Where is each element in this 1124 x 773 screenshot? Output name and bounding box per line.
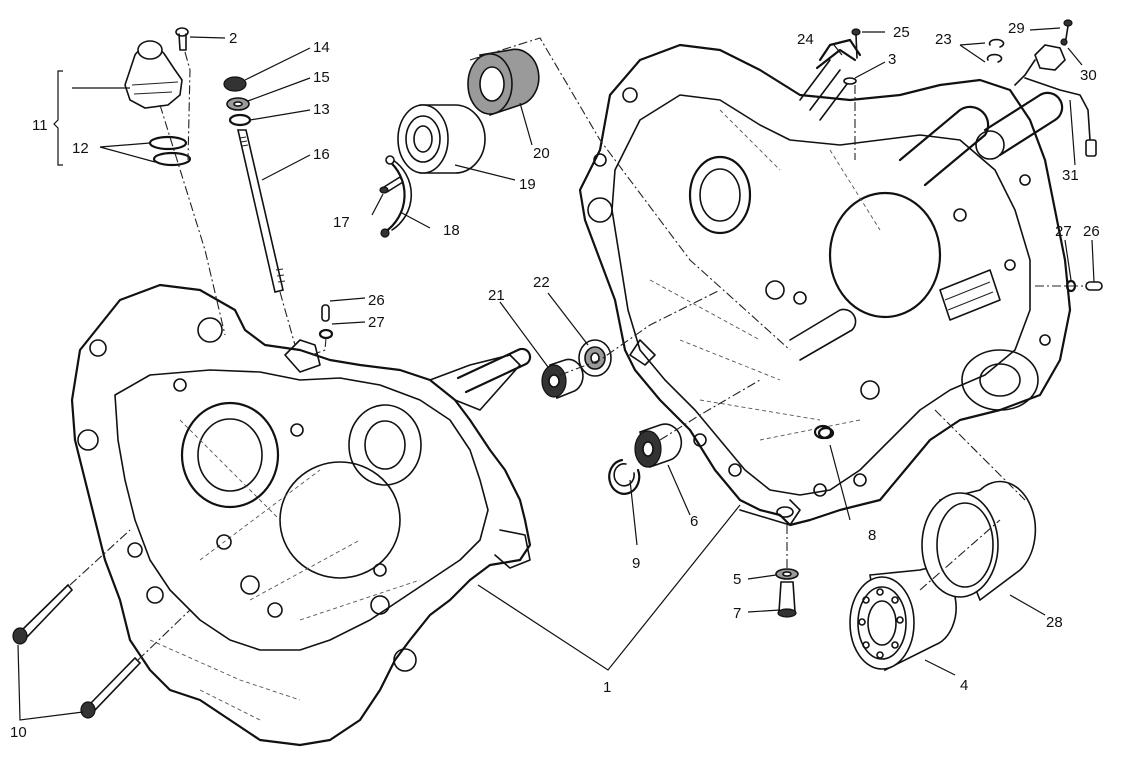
part-3-washer[interactable] (843, 77, 857, 85)
callout-20: 20 (533, 145, 550, 162)
callout-21: 21 (488, 287, 505, 304)
callout-27-right: 27 (1055, 223, 1072, 240)
callout-24: 24 (797, 31, 814, 48)
part-31-wire-lead[interactable] (1014, 59, 1097, 157)
callout-16: 16 (313, 146, 330, 163)
part-26-dowel-right[interactable] (1085, 281, 1103, 291)
part-20-oil-seal[interactable] (467, 48, 540, 117)
callout-5: 5 (733, 571, 741, 588)
part-24-breather-pipe[interactable] (815, 38, 862, 70)
callout-13: 13 (313, 101, 330, 118)
part-9-circlip[interactable] (608, 458, 641, 495)
part-4-main-bearing[interactable] (849, 567, 957, 672)
callout-7: 7 (733, 605, 741, 622)
part-2-screw[interactable] (175, 27, 189, 51)
part-25-screw[interactable] (851, 28, 861, 59)
callout-10: 10 (10, 724, 27, 741)
callout-11: 11 (32, 117, 48, 134)
callout-1: 1 (603, 679, 611, 696)
callout-3: 3 (888, 51, 896, 68)
callout-27-left: 27 (368, 314, 385, 331)
callout-labels: 2 11 12 14 15 13 16 17 18 19 20 21 22 26… (10, 20, 1100, 741)
callout-2: 2 (229, 30, 237, 47)
callout-31: 31 (1062, 167, 1079, 184)
part-28-seal-ring[interactable] (921, 480, 1037, 602)
part-8-o-ring[interactable] (817, 426, 835, 440)
part-21-needle-bearing[interactable] (541, 358, 584, 400)
part-10-bolt-upper[interactable] (12, 583, 74, 645)
part-7-drain-plug[interactable] (777, 581, 797, 618)
part-6-needle-bearing[interactable] (634, 423, 683, 469)
callout-19: 19 (519, 176, 536, 193)
left-crankcase-half[interactable] (70, 283, 532, 747)
part-12-o-rings[interactable] (148, 135, 192, 167)
part-5-sealing-washer[interactable] (775, 568, 799, 580)
callout-28: 28 (1046, 614, 1063, 631)
part-19-bearing[interactable] (397, 104, 486, 174)
callout-15: 15 (313, 69, 330, 86)
callout-9: 9 (632, 555, 640, 572)
callout-26-right: 26 (1083, 223, 1100, 240)
part-13-o-ring[interactable] (228, 113, 252, 127)
right-crankcase-half[interactable] (578, 43, 1072, 527)
part-22-thrust-washer[interactable] (578, 339, 612, 377)
part-17-screw[interactable] (379, 176, 404, 194)
part-15-washer[interactable] (226, 97, 250, 111)
callout-17: 17 (333, 214, 350, 231)
part-10-bolt-lower[interactable] (80, 656, 142, 719)
part-30-sensor[interactable] (1034, 38, 1068, 71)
part-26-dowel-left[interactable] (321, 304, 330, 322)
callout-8: 8 (868, 527, 876, 544)
callout-22: 22 (533, 274, 550, 291)
part-23-washers[interactable] (986, 38, 1005, 63)
callout-29: 29 (1008, 20, 1025, 37)
leader-lines (17, 27, 1095, 721)
callout-23: 23 (935, 31, 952, 48)
callout-4: 4 (960, 677, 968, 694)
callout-12: 12 (72, 140, 89, 157)
part-11-sensor-housing[interactable] (124, 40, 183, 109)
callout-6: 6 (690, 513, 698, 530)
part-18-retainer-plate[interactable] (380, 155, 413, 238)
part-16-rod[interactable] (236, 129, 286, 293)
part-14-nut[interactable] (223, 76, 247, 92)
callout-30: 30 (1080, 67, 1097, 84)
callout-25: 25 (893, 24, 910, 41)
callout-14: 14 (313, 39, 330, 56)
part-27-o-ring-left[interactable] (318, 328, 334, 340)
callout-18: 18 (443, 222, 460, 239)
callout-26-left: 26 (368, 292, 385, 309)
